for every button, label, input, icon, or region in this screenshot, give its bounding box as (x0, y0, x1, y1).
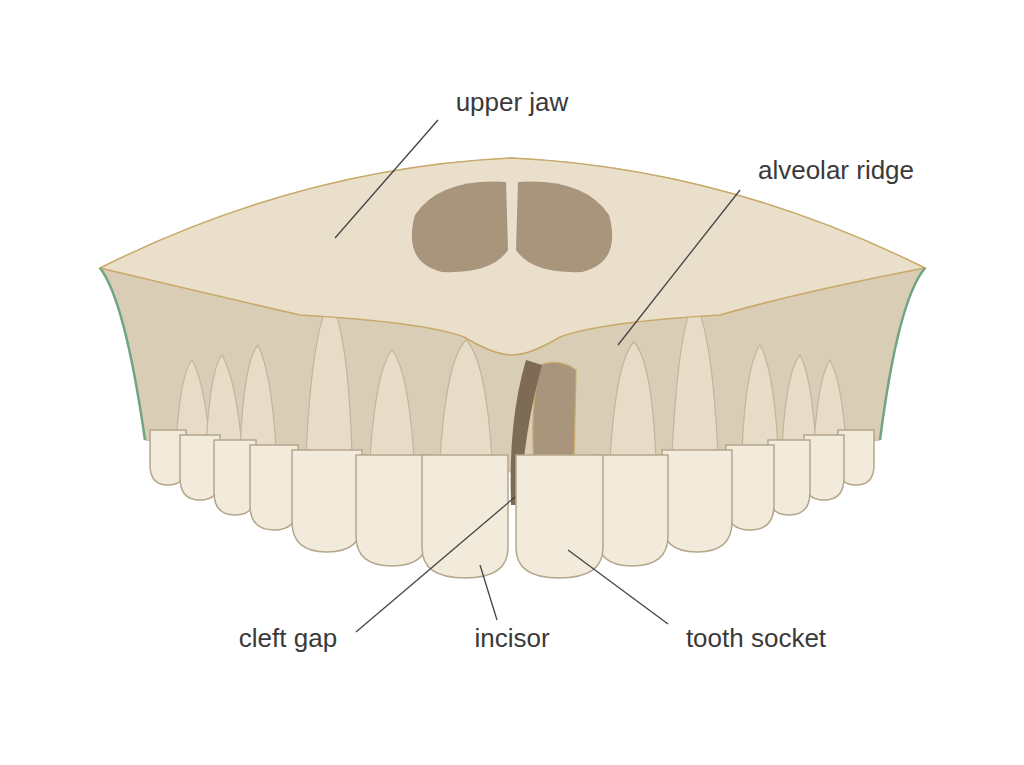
leader-lines (335, 120, 740, 632)
part-label: incisor (474, 624, 549, 653)
alveolar-ridge-shape (100, 158, 925, 472)
teeth (150, 430, 874, 578)
jaw-edge (880, 268, 925, 440)
part-label: upper jaw (456, 88, 569, 117)
tooth-socket-shape (533, 362, 576, 462)
part-label: cleft gap (239, 624, 337, 653)
nasal-septum (508, 180, 516, 258)
part-label: tooth socket (686, 624, 826, 653)
upper-jaw-shape (100, 158, 925, 355)
jaw-edge (100, 268, 145, 440)
nasal-opening (412, 182, 508, 273)
nasal-opening (516, 182, 612, 273)
part-label: alveolar ridge (758, 156, 914, 185)
